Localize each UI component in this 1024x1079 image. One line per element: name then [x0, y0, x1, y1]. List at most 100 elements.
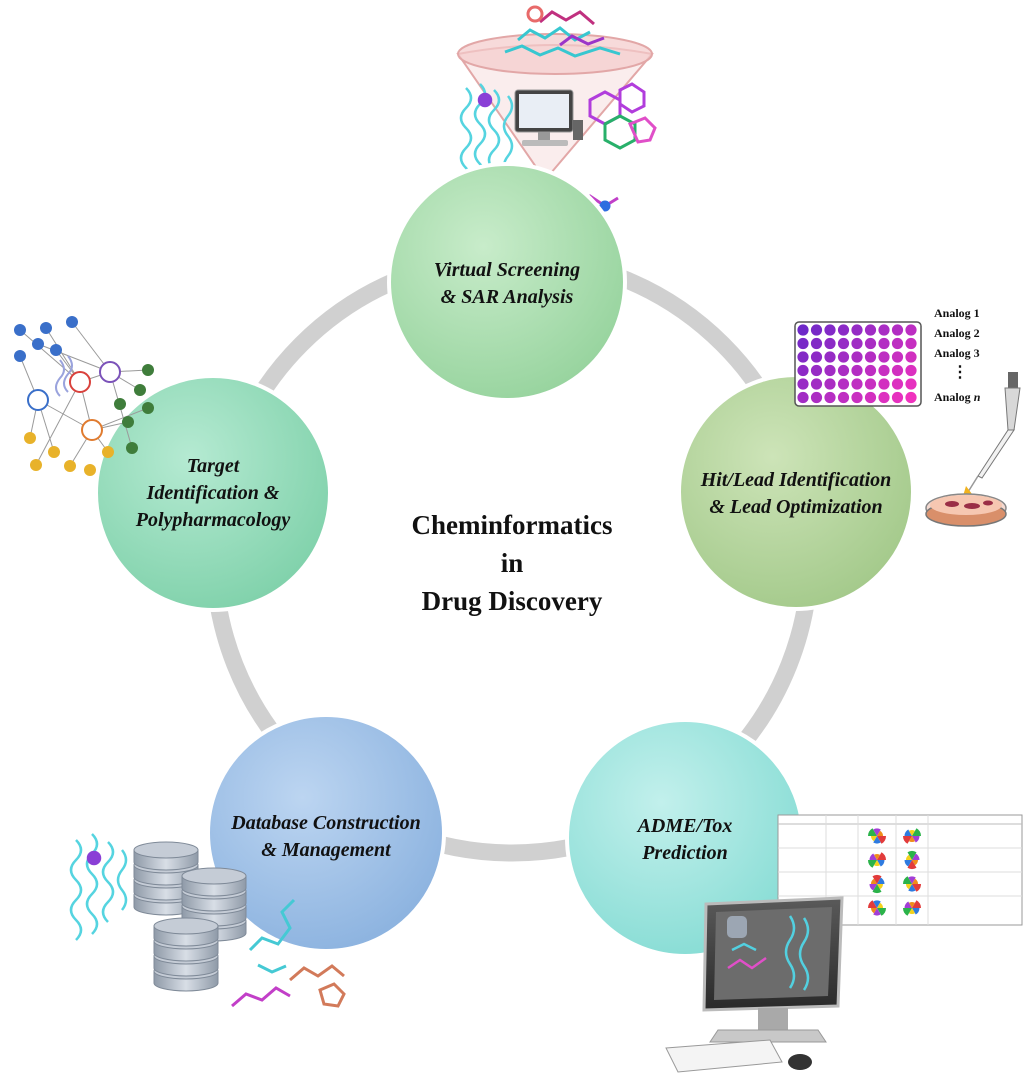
pie-glyph-slice: [912, 860, 918, 866]
node-label-line: & Management: [261, 839, 391, 861]
pie-glyph-slice: [912, 878, 918, 884]
node-label-hit-lead: Hit/Lead Identification & Lead Optimizat…: [676, 467, 916, 521]
pie-glyph-slice: [908, 884, 916, 892]
node-label-line: Hit/Lead Identification: [700, 469, 892, 491]
plate-well: [810, 364, 823, 377]
ligand-molecules-icon: [231, 898, 346, 1008]
pie-glyph-slice: [877, 908, 886, 916]
pie-glyph-slice: [904, 860, 912, 867]
computer-icon: [514, 89, 583, 146]
plate-well: [864, 351, 877, 363]
database-cylinder-lid: [133, 841, 199, 859]
pie-glyph-slice: [912, 908, 920, 915]
plate-well: [837, 378, 850, 390]
pie-glyph-slice: [909, 829, 915, 836]
node-database: [206, 713, 446, 953]
pie-glyph-slice: [904, 901, 912, 908]
database-illustration: [69, 833, 346, 1008]
node-virtual-screening: [387, 162, 627, 402]
plate-well: [864, 364, 877, 377]
plate-well: [837, 364, 850, 377]
plate-well: [810, 324, 823, 336]
assay-plate-illustration: [794, 321, 922, 407]
plate-well: [878, 391, 890, 404]
plate-well: [891, 391, 904, 404]
plate-well: [905, 351, 917, 363]
plate-well: [878, 378, 890, 390]
plate-well: [797, 324, 809, 336]
plate-well: [824, 391, 836, 404]
plate-well: [837, 324, 850, 336]
pie-glyph-slice: [877, 877, 885, 884]
node-label-line: Database Construction: [231, 812, 421, 834]
plate-well: [878, 364, 890, 377]
plate-well: [797, 391, 809, 404]
pie-glyph-slice: [912, 853, 920, 860]
pie-glyph-slice: [877, 884, 883, 890]
database-cylinder-lid: [181, 867, 247, 885]
pie-glyph-slice: [877, 902, 883, 908]
plate-well: [878, 324, 890, 336]
pie-glyph-slice: [868, 828, 877, 836]
database-cylinder-lid: [153, 917, 219, 935]
plate-well: [891, 324, 904, 336]
diagram-title: Cheminformatics in Drug Discovery: [362, 506, 662, 620]
node-target: [94, 374, 332, 612]
pie-glyph-slice: [871, 836, 877, 842]
title-line: Drug Discovery: [421, 586, 603, 616]
pie-glyph-slice: [903, 836, 912, 844]
plate-well: [851, 337, 863, 350]
pie-glyph-slice: [869, 853, 877, 860]
plate-well: [864, 324, 877, 336]
plate-well: [878, 337, 890, 350]
pie-glyph-slice: [912, 884, 921, 892]
node-label-line: Prediction: [642, 842, 728, 864]
plate-well: [810, 337, 823, 350]
pie-glyph-slice: [908, 876, 916, 884]
plate-well: [797, 337, 809, 350]
pie-glyph-slice: [903, 908, 912, 916]
node-label-line: Virtual Screening: [433, 259, 581, 281]
plate-well: [891, 351, 904, 363]
plate-well: [851, 324, 863, 336]
plate-well: [864, 391, 877, 404]
pie-glyph-slice: [872, 884, 882, 894]
plate-well: [824, 337, 836, 350]
plate-well: [810, 378, 823, 390]
pie-glyph-slice: [874, 860, 880, 867]
node-label-line: Polypharmacology: [135, 509, 291, 531]
plate-well: [837, 391, 850, 404]
plate-well: [837, 351, 850, 363]
pie-glyph-slice: [877, 836, 886, 844]
plate-well: [905, 364, 917, 377]
analog-label: Analog n: [934, 390, 981, 404]
target-network-illustration: [14, 316, 154, 476]
node-label-line: Target: [186, 455, 240, 477]
pie-glyph-slice: [906, 884, 912, 890]
pie-glyph-slice: [907, 860, 917, 869]
pie-glyph-slice: [872, 874, 882, 884]
plate-well: [797, 364, 809, 377]
pie-glyph-slice: [871, 908, 877, 914]
pie-glyph-slice: [906, 854, 912, 860]
node-label-line: Identification &: [146, 482, 280, 504]
pie-glyph-slice: [903, 876, 912, 884]
node-label-target: Target Identification & Polypharmacology: [97, 453, 329, 534]
title-line: Cheminformatics: [411, 510, 613, 540]
plate-well: [878, 351, 890, 363]
pie-glyph-slice: [871, 878, 877, 884]
docked-ligand-icon: [588, 82, 657, 150]
analog-ellipsis: ⋮: [952, 364, 968, 381]
plate-well: [905, 324, 917, 336]
plate-well: [905, 391, 917, 404]
plate-well: [851, 351, 863, 363]
pie-glyph-slice: [868, 860, 877, 868]
plate-well: [891, 378, 904, 390]
title-line: in: [500, 548, 524, 578]
pie-glyph-slice: [877, 830, 883, 836]
pie-glyph-slice: [909, 908, 915, 914]
pie-glyph-slice: [904, 829, 912, 836]
node-label-admet: ADME/Tox Prediction: [565, 813, 805, 867]
ligand-molecules-icon: [504, 5, 621, 58]
